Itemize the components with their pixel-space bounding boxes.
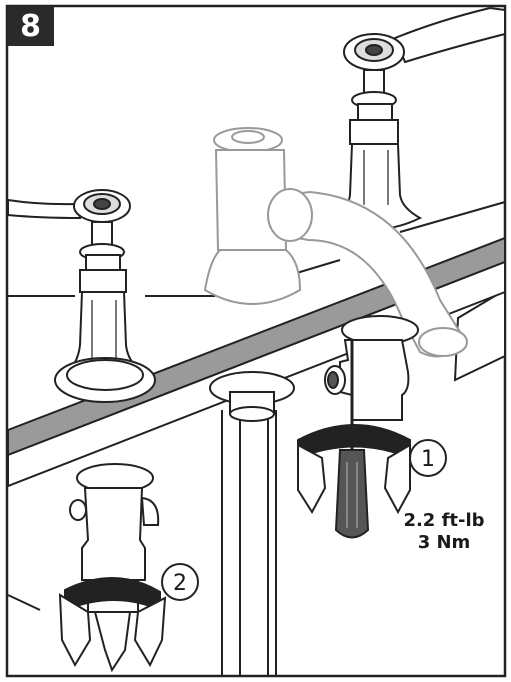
rotation-arrow-left — [58, 577, 167, 673]
cabinet-lines — [7, 410, 277, 676]
torque-metric: 3 Nm — [417, 532, 471, 553]
center-shank — [209, 371, 295, 422]
left-valve — [69, 463, 160, 613]
callout-1: 1 — [409, 439, 447, 477]
torque-imperial: 2.2 ft-lb — [403, 510, 485, 531]
right-valve — [324, 315, 419, 421]
right-handle — [334, 6, 506, 230]
left-handle — [7, 189, 156, 403]
svg-text:1: 1 — [421, 447, 435, 472]
rotation-arrow-right — [297, 424, 411, 515]
spout — [203, 127, 468, 358]
screwdriver — [334, 340, 370, 539]
torque-spec: 2.2 ft-lb 3 Nm — [386, 510, 502, 554]
callout-2: 2 — [161, 563, 199, 601]
step-number-badge: 8 — [7, 6, 54, 46]
svg-text:2: 2 — [173, 571, 187, 596]
deck-top-edges — [8, 201, 506, 382]
